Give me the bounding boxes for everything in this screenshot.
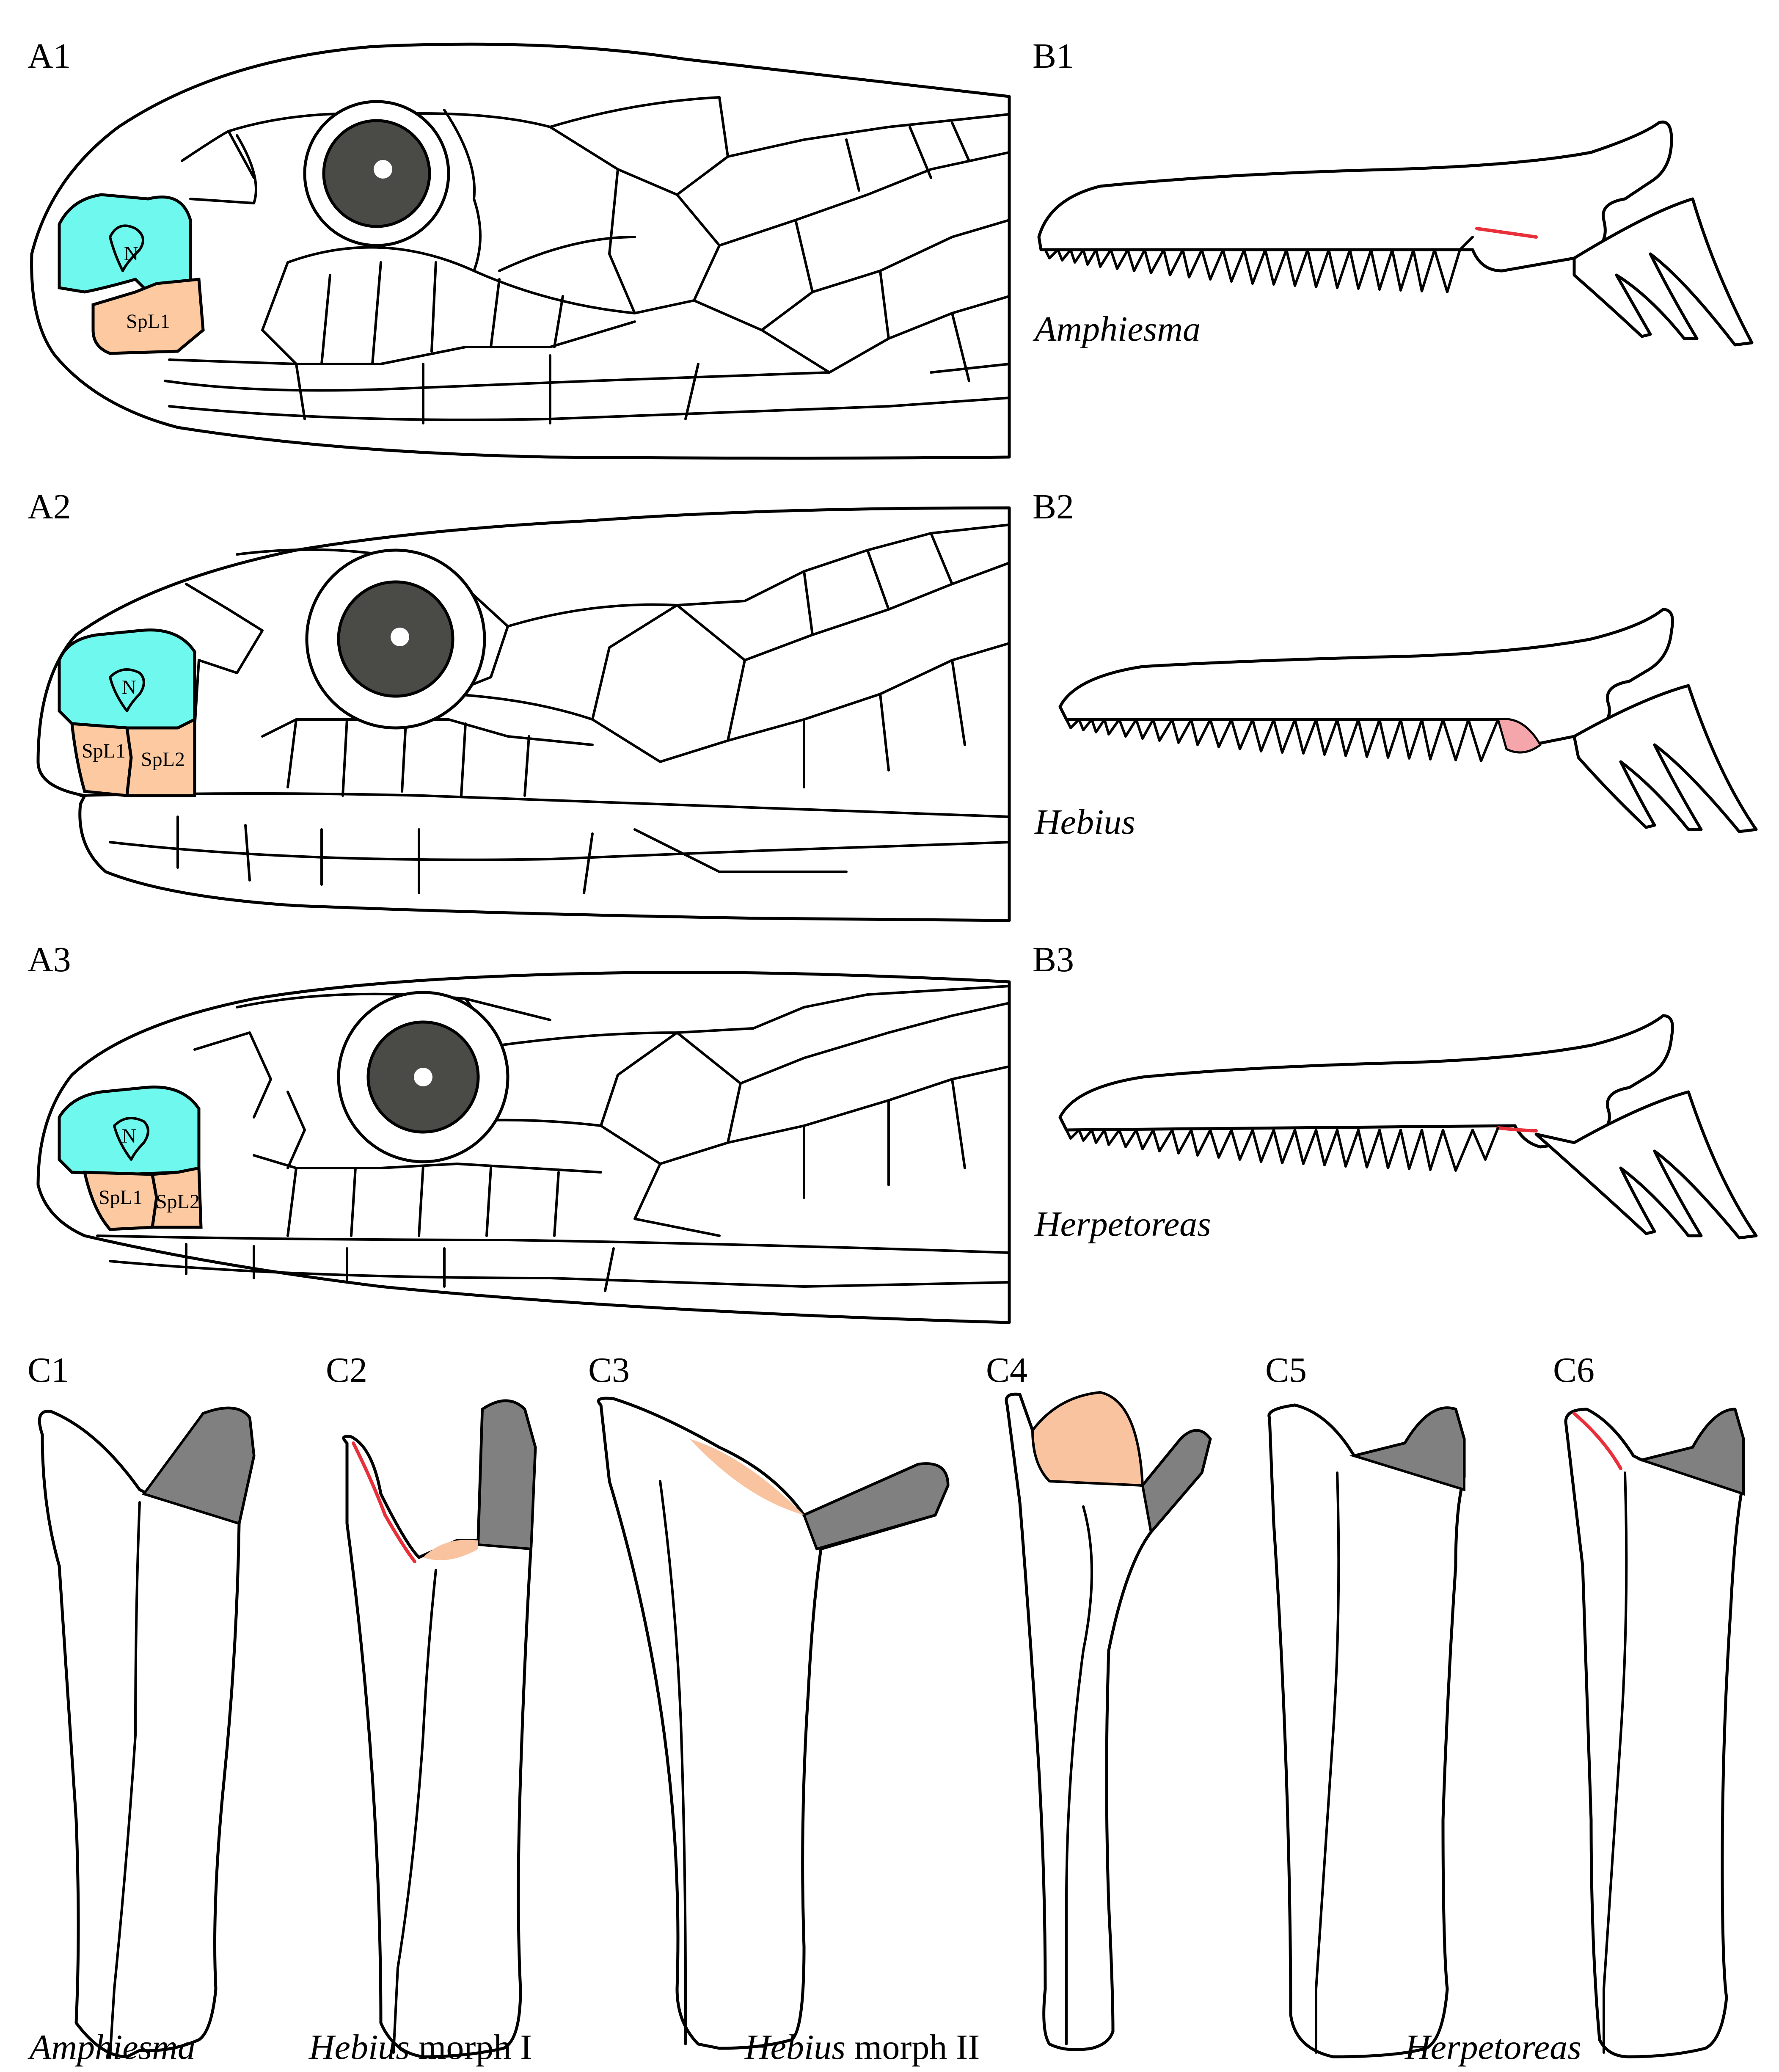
bottom-label-c56: Herpetoreas bbox=[1404, 2028, 1581, 2067]
bottom-label-c1: Amphiesma bbox=[28, 2028, 196, 2067]
supralabial-1-a3 bbox=[83, 1171, 158, 1231]
nasal-label-a1: N bbox=[124, 242, 139, 265]
gray-process-c5 bbox=[1349, 1406, 1465, 1492]
panel-label-c6: C6 bbox=[1553, 1350, 1594, 1390]
panel-label-c4: C4 bbox=[986, 1350, 1027, 1390]
head-a1: N SpL1 bbox=[30, 42, 1011, 460]
nasal-label-a3: N bbox=[122, 1125, 137, 1147]
maxilla-b2 bbox=[1058, 608, 1758, 833]
bone-c5 bbox=[1267, 1403, 1466, 2058]
teeth-b2 bbox=[1065, 718, 1499, 762]
genus-label-b2: Hebius bbox=[1034, 802, 1135, 842]
panel-label-a2: A2 bbox=[28, 487, 71, 526]
panel-label-b1: B1 bbox=[1033, 36, 1074, 76]
nostril-a2 bbox=[109, 668, 145, 712]
supralabial-1-a2 bbox=[70, 722, 133, 797]
panel-label-b3: B3 bbox=[1033, 940, 1074, 979]
supralabial-2-a2 bbox=[125, 717, 196, 797]
bottom-label-c2-suffix: morph I bbox=[410, 2028, 532, 2067]
scale-pattern-a2 bbox=[109, 524, 1011, 894]
genus-label-b3: Herpetoreas bbox=[1034, 1204, 1211, 1244]
bone-c6 bbox=[1564, 1408, 1745, 2058]
panel-label-a3: A3 bbox=[28, 940, 71, 979]
bottom-label-c2-genus: Hebius bbox=[308, 2028, 410, 2067]
maxilla-b1 bbox=[1037, 121, 1754, 347]
genus-label-b1: Amphiesma bbox=[1033, 309, 1201, 349]
spl2-label-a3: SpL2 bbox=[156, 1190, 200, 1213]
salmon-c2 bbox=[423, 1540, 478, 1560]
panel-label-c2: C2 bbox=[326, 1350, 367, 1390]
bottom-label-c34: Hebius morph II bbox=[744, 2028, 980, 2067]
supralabial-2-a3 bbox=[150, 1166, 203, 1229]
eye-highlight-a1 bbox=[374, 160, 392, 179]
gray-process-c4 bbox=[1141, 1429, 1212, 1535]
head-outline-a3 bbox=[36, 971, 1011, 1324]
gray-process-c1 bbox=[142, 1407, 256, 1525]
panel-label-a1: A1 bbox=[28, 36, 71, 76]
head-a2: N SpL1 SpL2 bbox=[36, 506, 1011, 922]
nostril-a1 bbox=[109, 224, 144, 272]
pink-tooth-b2 bbox=[1496, 718, 1542, 754]
eye-highlight-a2 bbox=[391, 628, 409, 646]
spl1-label-a1: SpL1 bbox=[126, 310, 170, 333]
eye-highlight-a3 bbox=[414, 1068, 432, 1086]
nasal-scale-a3 bbox=[58, 1086, 201, 1176]
supralabial-1-a1 bbox=[91, 278, 205, 355]
nostril-a3 bbox=[113, 1117, 149, 1161]
scale-pattern-a1 bbox=[164, 96, 1011, 424]
bone-c1 bbox=[38, 1406, 256, 2058]
gray-process-c3 bbox=[802, 1462, 950, 1551]
panel-label-b2: B2 bbox=[1033, 487, 1074, 526]
salmon-c4 bbox=[1031, 1391, 1144, 1487]
head-a3: N SpL1 SpL2 bbox=[36, 971, 1011, 1324]
bottom-label-c2: Hebius morph I bbox=[308, 2028, 532, 2067]
bone-c3 bbox=[597, 1397, 950, 2050]
bottom-label-c34-genus: Hebius bbox=[744, 2028, 845, 2067]
maxilla-b3 bbox=[1058, 1014, 1758, 1240]
gray-process-c2 bbox=[476, 1400, 537, 1551]
salmon-c3 bbox=[690, 1439, 804, 1515]
spl1-label-a3: SpL1 bbox=[99, 1186, 143, 1209]
gray-process-c6 bbox=[1637, 1408, 1745, 1496]
panel-label-c5: C5 bbox=[1265, 1350, 1307, 1390]
panel-label-c1: C1 bbox=[28, 1350, 69, 1390]
nasal-label-a2: N bbox=[122, 676, 137, 699]
panel-label-c3: C3 bbox=[588, 1350, 630, 1390]
bottom-label-c34-suffix: morph II bbox=[845, 2028, 980, 2067]
head-outline-a2 bbox=[36, 506, 1011, 922]
spl2-label-a2: SpL2 bbox=[141, 748, 185, 771]
bone-c4 bbox=[1005, 1391, 1212, 2051]
teeth-b3 bbox=[1065, 1127, 1499, 1172]
nasal-scale-a2 bbox=[58, 628, 196, 730]
spl1-label-a2: SpL1 bbox=[82, 740, 126, 762]
bone-c2 bbox=[342, 1399, 537, 2058]
teeth-b1 bbox=[1044, 236, 1474, 293]
